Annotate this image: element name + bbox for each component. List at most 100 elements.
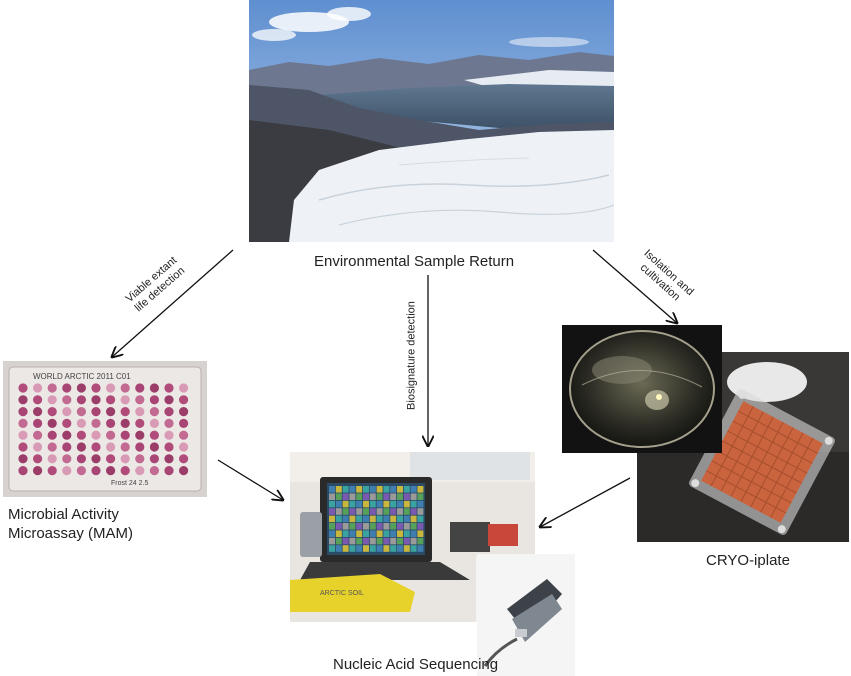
screen-cell [363, 493, 369, 500]
plate-well [62, 430, 72, 440]
plate-well [179, 442, 189, 452]
screen-cell [356, 493, 363, 500]
screen-cell [335, 537, 342, 545]
screen-cell [342, 530, 349, 537]
screen-cell [369, 530, 376, 537]
screen-cell [329, 545, 335, 552]
screen-cell [329, 486, 335, 493]
screen-cell [390, 508, 397, 515]
screen-cell [417, 486, 424, 493]
sequencing-label: Nucleic Acid Sequencing [333, 656, 499, 673]
screen-cell [417, 515, 424, 523]
mam-plate-photo: WORLD ARCTIC 2011 C01 Frost 24 2.5 [3, 361, 207, 497]
screen-cell [335, 508, 342, 515]
plate-well [18, 442, 28, 452]
screen-cell [410, 486, 417, 493]
screen-cell [363, 500, 369, 508]
screen-cell [369, 486, 376, 493]
iplate-grid [706, 406, 818, 518]
screen-cell [403, 530, 410, 537]
plate-well [91, 430, 101, 440]
bag-handwriting: ARCTIC SOIL [320, 590, 364, 597]
screen-cell [349, 537, 356, 545]
arrow-cryo-to-sequencing [540, 477, 631, 527]
plate-well [62, 395, 72, 405]
plate-well [106, 383, 116, 393]
plate-well [47, 395, 57, 405]
screen-cell [363, 515, 369, 523]
screen-cell [376, 537, 383, 545]
plate-well [76, 395, 86, 405]
mam-label-line2: Microassay (MAM) [8, 525, 134, 542]
screen-cell [356, 515, 363, 523]
sequencing-photo: ARCTIC SOIL [290, 452, 535, 622]
plate-well [76, 418, 86, 428]
screen-cell [369, 545, 376, 552]
screen-cell [349, 515, 356, 523]
plate-well [106, 430, 116, 440]
plate-well [18, 466, 28, 476]
plate-well [179, 395, 189, 405]
screen-cell [335, 515, 342, 523]
screen-cell [383, 493, 390, 500]
screen-cell [403, 515, 410, 523]
screen-cell [342, 545, 349, 552]
screen-cell [390, 545, 397, 552]
screen-cell [356, 500, 363, 508]
plate-well [91, 466, 101, 476]
screen-cell [390, 493, 397, 500]
screen-cell [335, 486, 342, 493]
screen-cell [397, 523, 403, 530]
plate-well [18, 430, 28, 440]
plate-well [76, 383, 86, 393]
plate-well [149, 442, 159, 452]
screen-cell [349, 545, 356, 552]
screen-cell [363, 537, 369, 545]
screen-cell [410, 530, 417, 537]
screen-cell [383, 523, 390, 530]
laptop-screen-heatmap [329, 486, 424, 552]
plate-well [47, 442, 57, 452]
iplate-grid-line [722, 440, 802, 484]
screen-cell [403, 486, 410, 493]
plate-well [149, 454, 159, 464]
screen-cell [363, 508, 369, 515]
plate-well [62, 466, 72, 476]
plate-well [135, 454, 145, 464]
screen-cell [403, 545, 410, 552]
screen-cell [335, 545, 342, 552]
plate-well [106, 454, 116, 464]
plate-well [33, 454, 43, 464]
plate-well [135, 407, 145, 417]
screen-cell [329, 530, 335, 537]
minion-device-inset [477, 554, 575, 676]
iplate-grid-line [706, 470, 787, 514]
screen-cell [356, 545, 363, 552]
screen-cell [383, 486, 390, 493]
screen-cell [410, 508, 417, 515]
plate-well [120, 395, 130, 405]
screen-cell [417, 508, 424, 515]
screen-cell [397, 537, 403, 545]
plate-well [33, 418, 43, 428]
screen-cell [403, 493, 410, 500]
plate-well [47, 466, 57, 476]
arrow-mam-to-sequencing [217, 459, 283, 500]
plate-well [91, 383, 101, 393]
screen-cell [329, 493, 335, 500]
plate-well [164, 418, 174, 428]
screen-cell [397, 493, 403, 500]
plate-well [149, 407, 159, 417]
screen-cell [410, 537, 417, 545]
plate-well [106, 466, 116, 476]
plate-well [179, 407, 189, 417]
cryo-dome-photo [562, 325, 722, 453]
plate-well [62, 407, 72, 417]
plate-well [149, 430, 159, 440]
plate-wells [18, 383, 189, 476]
plate-well [47, 430, 57, 440]
arrow-environment-to-mam [112, 249, 234, 357]
screen-cell [390, 515, 397, 523]
screen-cell [329, 508, 335, 515]
plate-well [149, 418, 159, 428]
